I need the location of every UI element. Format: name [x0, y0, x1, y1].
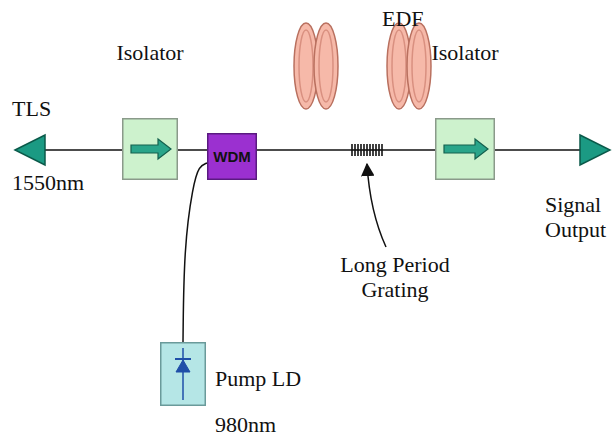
fiber [382, 149, 431, 151]
fiber-coil [387, 23, 431, 109]
fiber-connector [257, 149, 290, 151]
part-name: EDF [382, 6, 432, 31]
laser-source: TLS 1550nm [8, 92, 88, 200]
fiber [290, 149, 352, 151]
grating-hatch [352, 144, 382, 156]
signal-output: Signal Output [540, 130, 613, 280]
wdm-coupler: WDM [207, 133, 257, 180]
shape-outline [435, 118, 495, 180]
fiber-connector [183, 163, 207, 342]
region-outline [290, 140, 431, 160]
pump-laser: Pump LD 980nm [160, 340, 310, 440]
part-name: Isolator [100, 40, 200, 65]
shape-outline [15, 135, 45, 165]
edf-section: EDF [288, 4, 433, 162]
part-name: Isolator [415, 40, 515, 65]
isolator: Isolator [100, 38, 200, 183]
part-name: 980nm [215, 412, 310, 437]
callout-label: Long Period Grating [320, 252, 470, 302]
fiber-coil [294, 23, 338, 109]
shape-outline [122, 118, 178, 180]
part-name: 1550nm [12, 170, 88, 195]
leader-arrow [367, 164, 386, 247]
fiber-connector [431, 149, 435, 151]
part-name: Pump LD [215, 366, 310, 391]
part-name: Signal Output [545, 192, 611, 242]
isolator: Isolator [415, 38, 515, 183]
grating-line [352, 149, 382, 151]
part-name: TLS [12, 96, 82, 121]
shape-outline [160, 342, 206, 406]
shape-outline [580, 135, 610, 165]
fiber-connector [495, 149, 580, 151]
box-label: WDM [213, 147, 251, 166]
fiber-connector [178, 149, 207, 151]
fiber-connector [45, 149, 122, 151]
